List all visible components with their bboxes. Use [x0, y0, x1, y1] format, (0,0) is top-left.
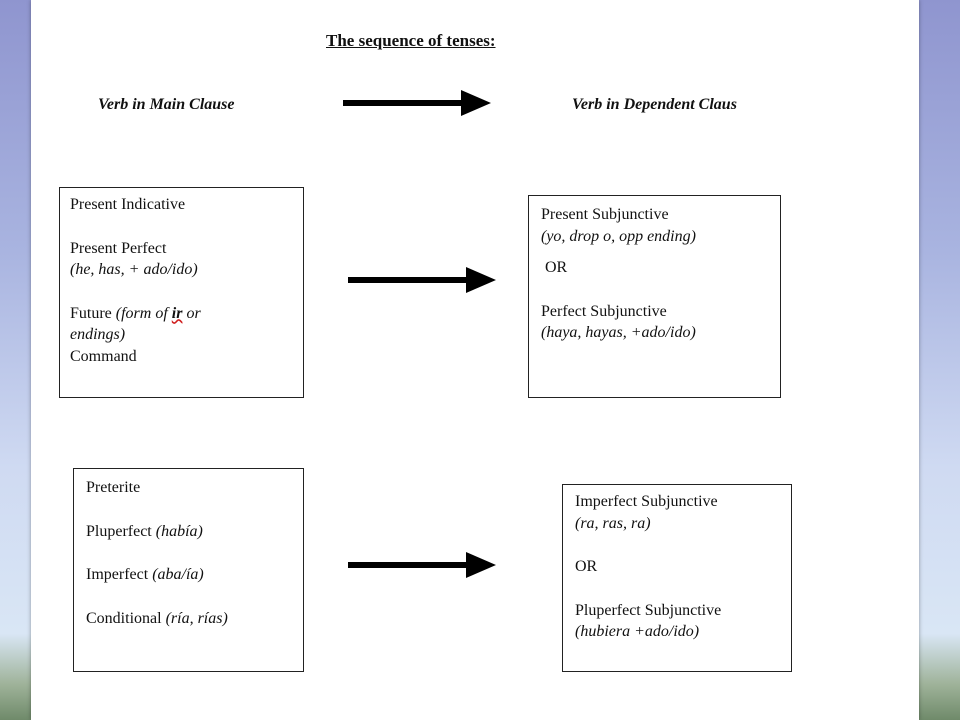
- conditional-note: (ría, rías): [165, 609, 228, 627]
- future-note-ir: ir: [171, 304, 183, 322]
- group1-arrow-icon: [348, 267, 496, 293]
- future-line: Future (form of ir or: [70, 303, 293, 325]
- group1-main-clause-box: Present Indicative Present Perfect (he, …: [59, 187, 304, 398]
- dependent-clause-header: Verb in Dependent Claus: [572, 96, 737, 113]
- imperfect-subjunctive-label: Imperfect Subjunctive: [575, 493, 718, 510]
- present-perfect-note: (he, has, + ado/ido): [70, 261, 198, 278]
- present-indicative-label: Present Indicative: [70, 196, 186, 213]
- group2-dependent-clause-box: Imperfect Subjunctive (ra, ras, ra) OR P…: [562, 484, 792, 672]
- command-label: Command: [70, 347, 137, 365]
- future-note-part1: (form of: [115, 304, 172, 322]
- pluperfect-note: (había): [155, 522, 203, 540]
- header-arrow-icon: [343, 90, 491, 116]
- present-subjunctive-note: (yo, drop o, opp ending): [541, 227, 696, 245]
- or-label-2: OR: [575, 558, 598, 575]
- pluperfect-subjunctive-label: Pluperfect Subjunctive: [575, 601, 722, 619]
- imperfect-line: Imperfect (aba/ía): [86, 564, 291, 586]
- document-title: The sequence of tenses:: [326, 31, 496, 50]
- group2-arrow-icon: [348, 552, 496, 578]
- present-perfect-label: Present Perfect: [70, 239, 167, 257]
- imperfect-label: Imperfect: [86, 566, 153, 583]
- preterite-label: Preterite: [86, 479, 141, 496]
- or-label-1: OR: [545, 259, 568, 276]
- group1-dependent-clause-box: Present Subjunctive (yo, drop o, opp end…: [528, 195, 781, 398]
- conditional-label: Conditional: [86, 609, 166, 627]
- main-clause-header: Verb in Main Clause: [98, 96, 235, 113]
- imperfect-note: (aba/ía): [152, 566, 204, 583]
- future-note-part2: or: [182, 304, 201, 322]
- pluperfect-label: Pluperfect: [86, 522, 156, 540]
- slide-page: The sequence of tenses: Verb in Main Cla…: [31, 0, 919, 720]
- future-note-endings: endings): [70, 326, 126, 343]
- group2-main-clause-box: Preterite Pluperfect (había) Imperfect (…: [73, 468, 304, 672]
- perfect-subjunctive-label: Perfect Subjunctive: [541, 302, 667, 320]
- pluperfect-subjunctive-note: (hubiera +ado/ido): [575, 623, 700, 640]
- present-subjunctive-label: Present Subjunctive: [541, 206, 669, 223]
- imperfect-subjunctive-note: (ra, ras, ra): [575, 514, 651, 532]
- conditional-line: Conditional (ría, rías): [86, 608, 291, 630]
- pluperfect-line: Pluperfect (había): [86, 521, 291, 543]
- future-label: Future: [70, 304, 116, 322]
- perfect-subjunctive-note: (haya, hayas, +ado/ido): [541, 324, 696, 341]
